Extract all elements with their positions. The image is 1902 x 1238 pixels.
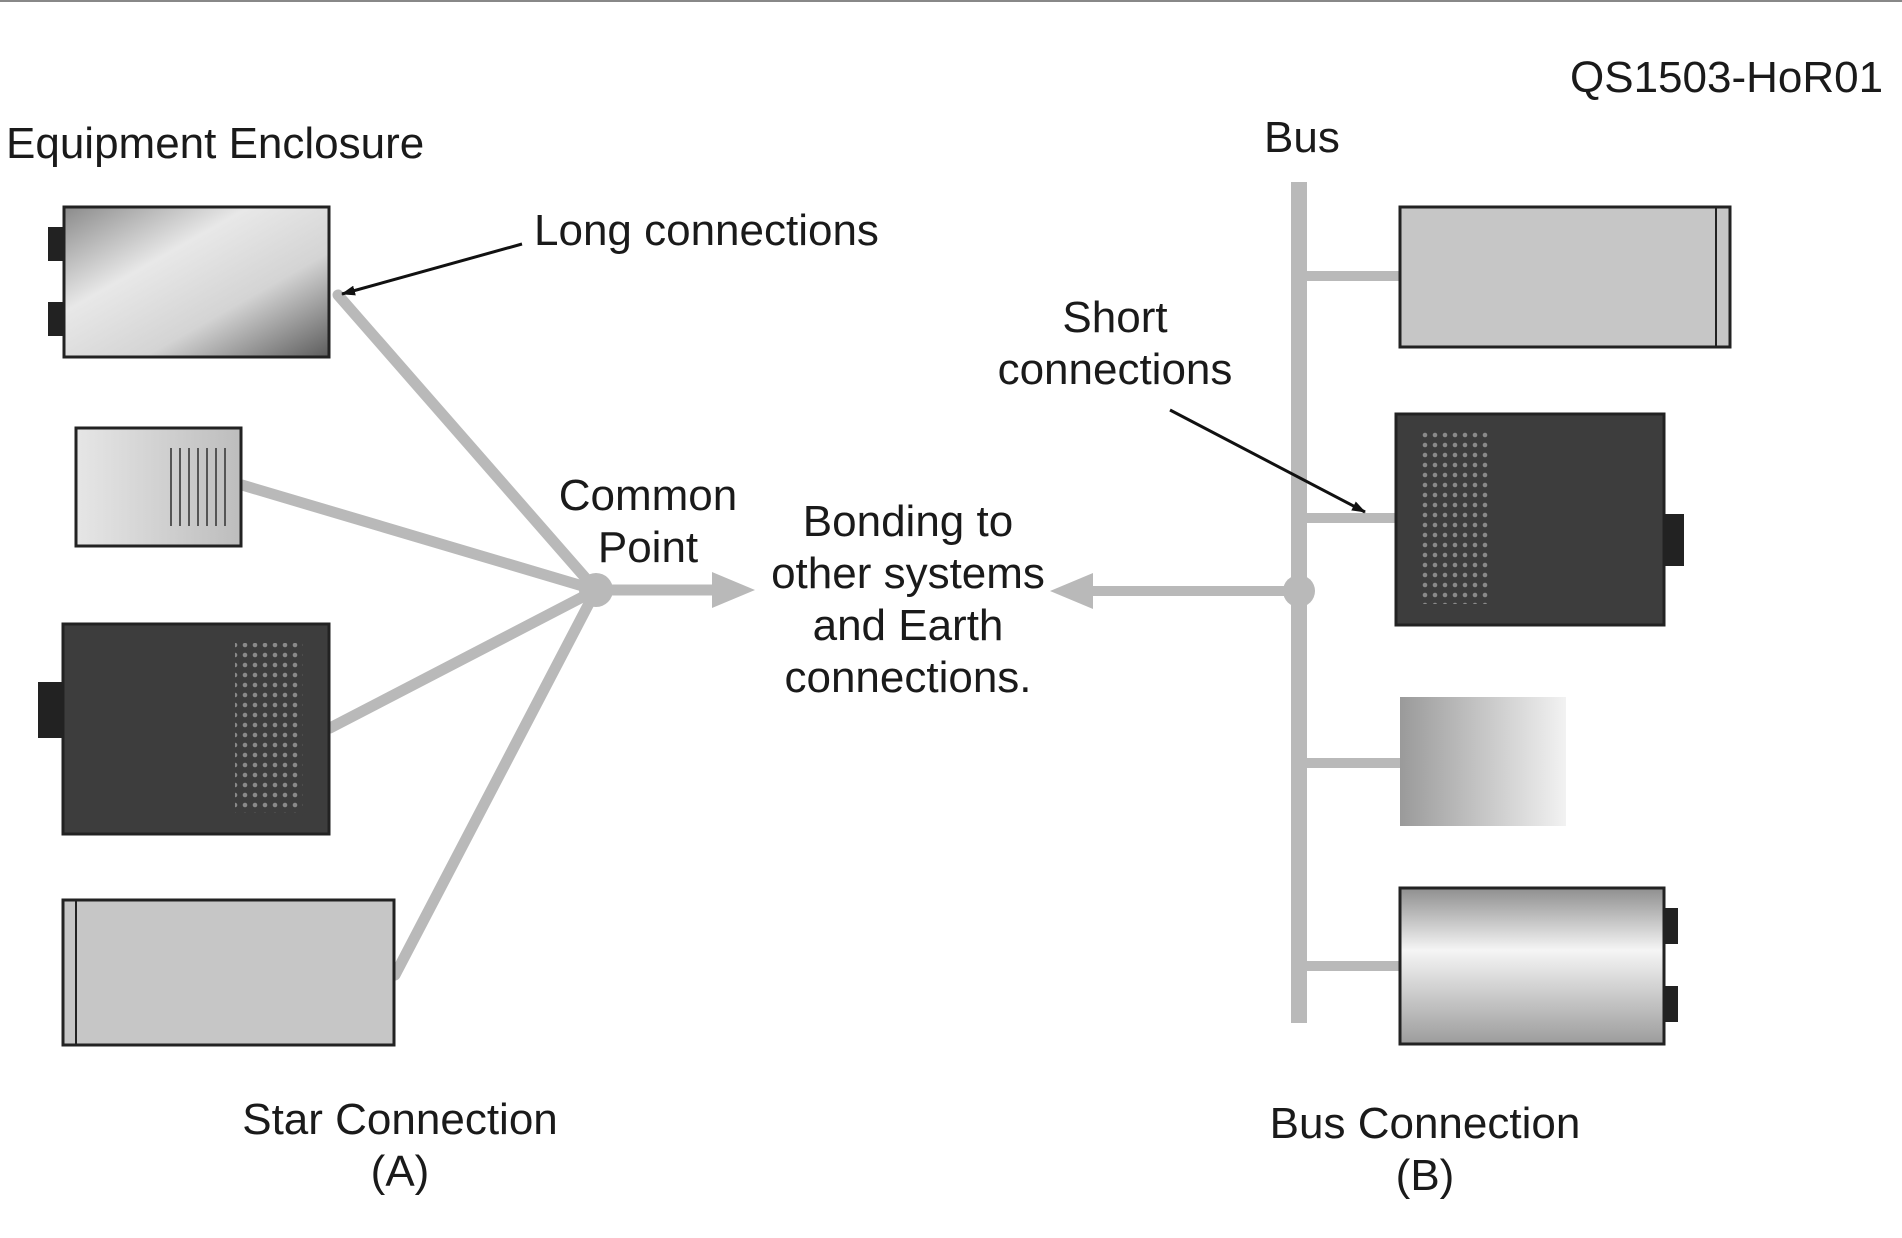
bonding-arrow-left-head xyxy=(712,572,755,608)
common-point-node xyxy=(579,573,613,607)
common-point-label-line-2: Point xyxy=(597,523,699,572)
bonding-arrow-right-head xyxy=(1050,573,1093,609)
bus-stubs xyxy=(1088,271,1400,971)
bus-junction-node xyxy=(1283,575,1315,607)
bus-enclosure-2 xyxy=(1394,412,1684,627)
long-connections-arrow xyxy=(341,242,523,296)
bonding-label-line-1: Bonding to xyxy=(802,497,1014,546)
short-connections-label-line-1: Short xyxy=(1062,293,1168,342)
bus-enclosure-1 xyxy=(1398,205,1732,349)
long-connections-label: Long connections xyxy=(534,206,879,255)
bus-connection-caption: Bus Connection (B) xyxy=(1245,1098,1605,1202)
bonding-label-line-2: other systems xyxy=(771,549,1045,598)
star-caption-line-2: (A) xyxy=(370,1147,430,1196)
bus-caption-line-2: (B) xyxy=(1395,1151,1455,1200)
common-point-label-line-1: Common xyxy=(558,471,738,520)
bus-label: Bus xyxy=(1264,113,1340,162)
short-connections-label: Short connections xyxy=(975,292,1255,396)
equipment-enclosure-label: Equipment Enclosure xyxy=(6,119,425,168)
star-line-3 xyxy=(324,584,602,734)
figure-id: QS1503-HoR01 xyxy=(1570,53,1884,102)
star-enclosure-1 xyxy=(48,205,331,359)
star-line-4 xyxy=(389,584,602,981)
short-connections-arrow xyxy=(1169,408,1366,514)
common-point-label: Common Point xyxy=(548,470,748,574)
bus-caption-line-1: Bus Connection xyxy=(1269,1099,1581,1148)
bonding-label-line-3: and Earth xyxy=(812,601,1004,650)
top-border-line xyxy=(0,0,1902,2)
star-connectors xyxy=(236,289,731,981)
bus-enclosure-4 xyxy=(1398,886,1678,1046)
star-line-1 xyxy=(332,289,602,596)
star-line-2 xyxy=(236,479,602,596)
bonding-label-line-4: connections. xyxy=(784,653,1032,702)
star-connection-caption: Star Connection (A) xyxy=(220,1094,580,1198)
short-connections-label-line-2: connections xyxy=(997,345,1233,394)
star-caption-line-1: Star Connection xyxy=(242,1095,558,1144)
star-enclosure-3 xyxy=(38,622,331,836)
star-enclosure-4 xyxy=(61,898,396,1047)
bus-enclosure-3 xyxy=(1400,697,1566,826)
bonding-label: Bonding to other systems and Earth conne… xyxy=(758,496,1058,704)
star-enclosure-2 xyxy=(74,426,243,548)
